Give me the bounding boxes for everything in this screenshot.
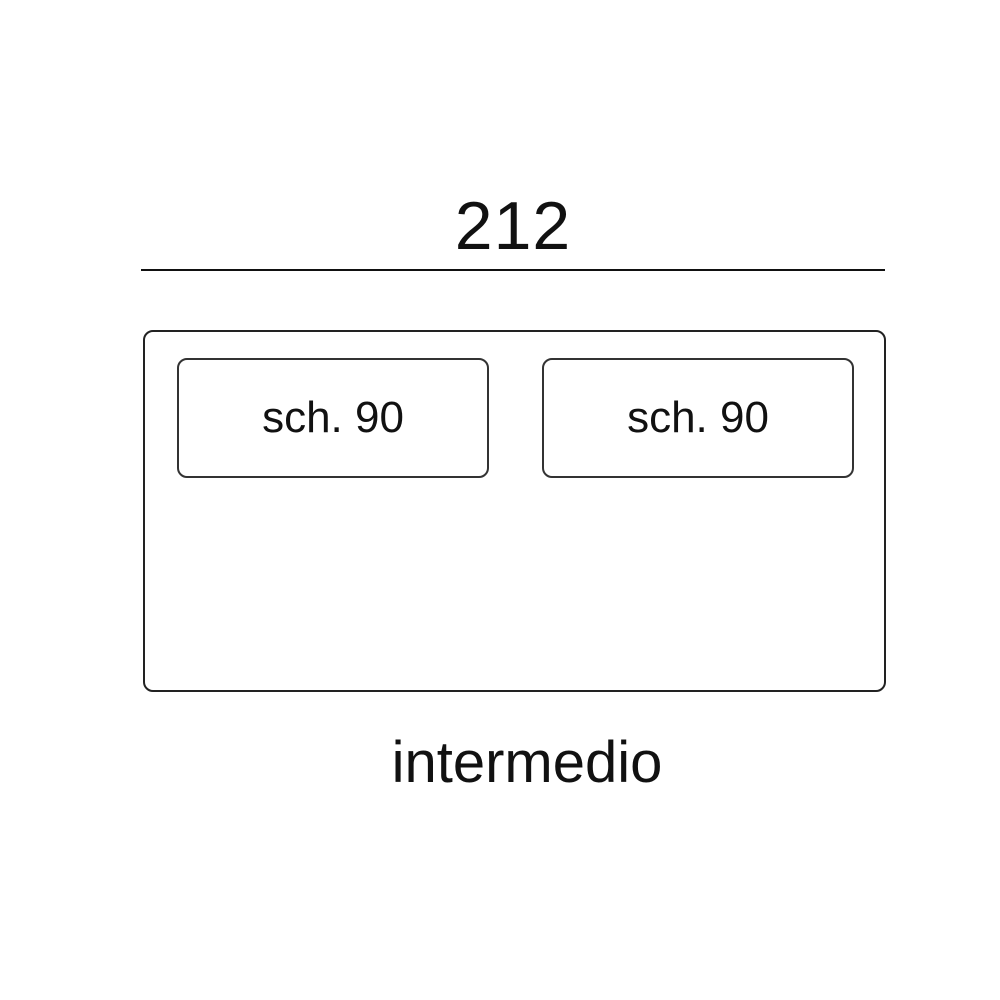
sofa-outline: sch. 90 sch. 90 [143, 330, 886, 692]
width-dimension-label: 212 [454, 188, 572, 264]
back-cushion-left: sch. 90 [177, 358, 489, 478]
back-cushion-right: sch. 90 [542, 358, 854, 478]
width-dimension-line [141, 269, 885, 271]
module-name-label: intermedio [391, 730, 663, 795]
cushion-label: sch. 90 [262, 393, 404, 442]
cushion-label: sch. 90 [627, 393, 769, 442]
